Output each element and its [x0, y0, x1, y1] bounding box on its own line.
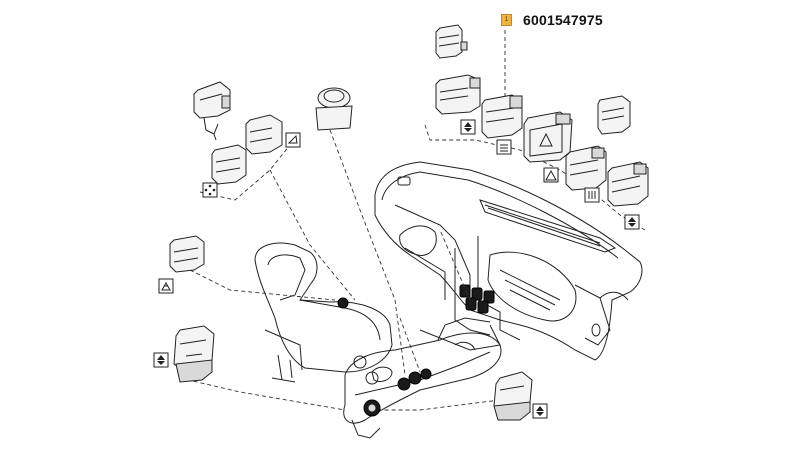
switch-right-top: [597, 95, 631, 135]
heated-mirror-icon: [285, 132, 301, 148]
mirror-adjust-icon: [202, 182, 218, 198]
center-console: [343, 317, 502, 439]
switch-top-small: [435, 24, 468, 59]
seat-outline: [254, 242, 393, 383]
window-updown-icon: [532, 403, 548, 419]
switch-right-lower: [607, 161, 649, 207]
switch-mid-left: [211, 144, 247, 185]
switch-upper-pair: [245, 114, 283, 155]
mirror-control-knob: [315, 87, 353, 131]
switch-window-left: [435, 74, 481, 115]
switch-hazard: [523, 111, 573, 163]
switch-seat-heat: [169, 235, 205, 273]
console-switches: [353, 355, 432, 417]
leader-lines: [179, 30, 646, 411]
switch-block-cluster: [459, 284, 495, 314]
switch-right-middle: [565, 145, 607, 191]
seat-knob: [337, 297, 349, 309]
window-updown-icon: [460, 119, 476, 135]
heated-seat-icon: [584, 187, 600, 203]
switch-lower-right: [493, 371, 533, 421]
switch-lower-left: [173, 325, 215, 383]
child-lock-icon: [158, 278, 174, 294]
switch-upper-left: [193, 81, 231, 141]
switch-window-main: [481, 94, 523, 139]
dashboard-outline: [374, 161, 643, 361]
callout-marker[interactable]: 1: [501, 14, 512, 26]
window-updown-icon: [153, 352, 169, 368]
part-callout: 1 6001547975: [501, 11, 603, 29]
rear-defrost-icon: [496, 139, 512, 155]
window-updown-icon: [624, 214, 640, 230]
part-number[interactable]: 6001547975: [523, 12, 603, 28]
hazard-triangle-icon: [543, 167, 559, 183]
